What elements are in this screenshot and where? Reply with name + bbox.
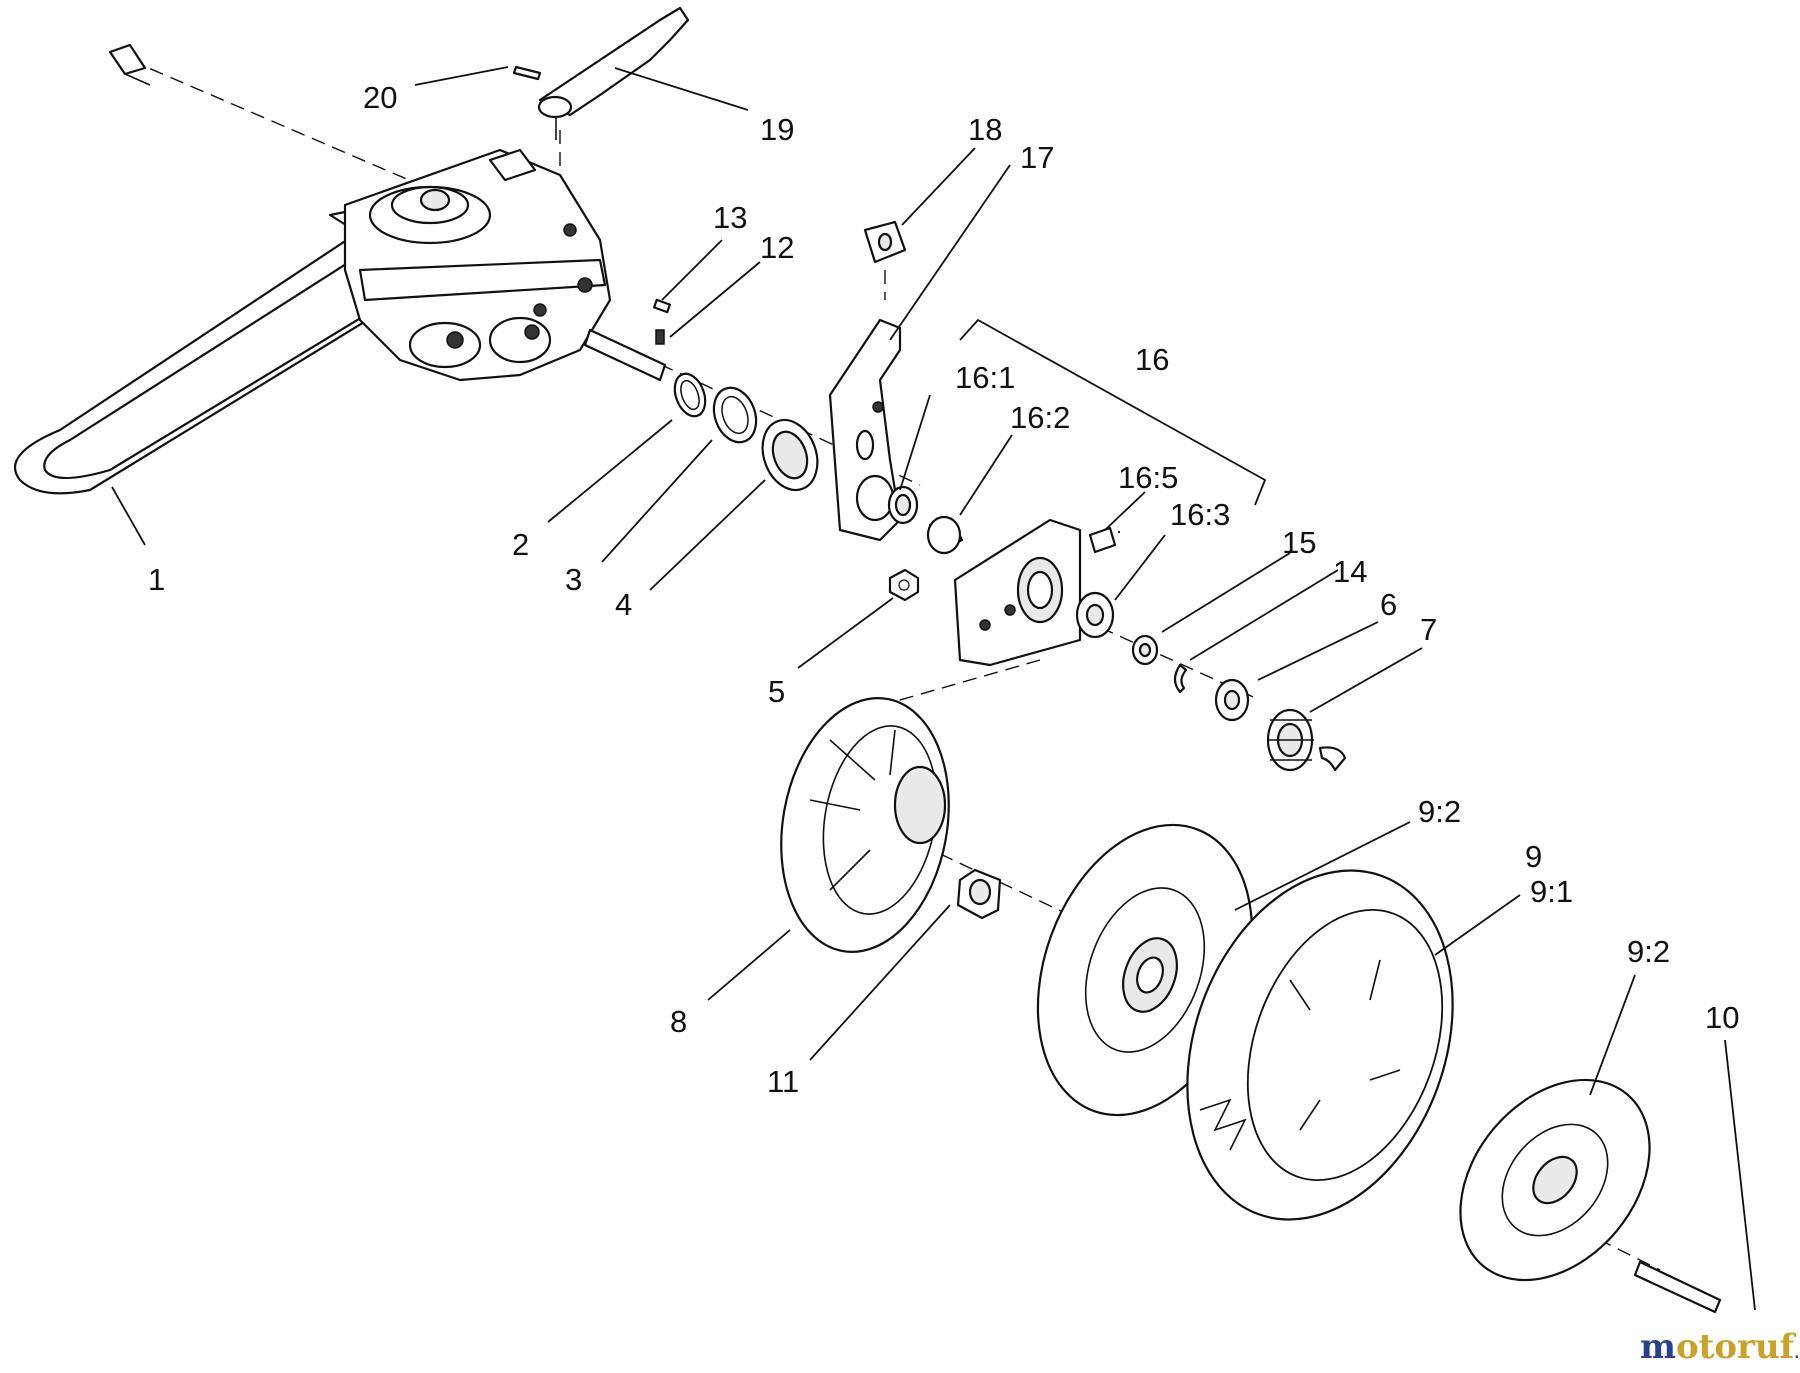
callout-labels: 1 2 3 4 5 6 7 8 9 9:1 9:2 9:2 10 11 12 1… [148,80,1739,1099]
part-3-washer [712,386,758,444]
callout-11: 11 [767,1064,799,1099]
callout-12: 12 [760,230,794,265]
callout-17: 17 [1020,140,1054,175]
callout-7: 7 [1420,612,1437,647]
callout-18: 18 [968,112,1002,147]
callout-5: 5 [768,674,785,709]
part-17-bracket-plate [828,318,902,542]
transmission-housing [343,148,612,382]
part-6-washer [1214,678,1250,722]
callout-16-3: 16:3 [1170,497,1230,532]
callout-8: 8 [670,1004,687,1039]
leader-lines [111,66,1756,1311]
part-9-tire [1186,869,1454,1221]
part-16-height-adjuster [887,485,1117,667]
part-14-clip [1173,663,1188,694]
part-18-clip [863,220,907,264]
callout-9-1: 9:1 [1530,874,1573,909]
callout-9-2-front: 9:2 [1418,794,1461,829]
part-8-wheel-cover [780,697,950,953]
callout-6: 6 [1380,587,1397,622]
callout-16: 16 [1135,342,1169,377]
callout-2: 2 [512,527,529,562]
part-15-washer [1131,634,1159,666]
callout-13: 13 [713,200,747,235]
callout-19: 19 [760,112,794,147]
part-9-2-hub-rear [1459,1078,1651,1282]
watermark-suffix: .de [1794,1347,1800,1362]
callout-9-2-rear: 9:2 [1627,934,1670,969]
group-16-bracket [959,318,1267,506]
part-7-pinion-gear [1266,708,1347,772]
callout-1: 1 [148,562,165,597]
callout-14: 14 [1333,554,1367,589]
part-19-shift-lever [537,6,690,140]
part-11-spacer [956,868,1002,920]
callout-3: 3 [565,562,582,597]
part-16-5-fitting [1088,526,1117,554]
part-5-nut [888,568,920,602]
watermark-m: m [1640,1327,1676,1367]
drive-shaft [108,43,151,86]
watermark-rest: otoruf [1676,1327,1797,1367]
callout-20: 20 [363,80,397,115]
output-shaft [583,298,672,382]
part-10-axle-bolt [1633,1260,1722,1314]
callout-10: 10 [1705,1000,1739,1035]
part-4-bearing [761,418,819,492]
part-2-retaining-ring [673,372,707,418]
watermark-logo: motoruf.de [1640,1327,1800,1367]
callout-9: 9 [1525,839,1542,874]
callout-16-1: 16:1 [955,360,1015,395]
callout-4: 4 [615,587,632,622]
callout-16-2: 16:2 [1010,400,1070,435]
svg-text:motoruf.de: motoruf.de [1640,1327,1800,1367]
callout-15: 15 [1282,525,1316,560]
part-20-pin [512,65,542,81]
callout-16-5: 16:5 [1118,460,1178,495]
